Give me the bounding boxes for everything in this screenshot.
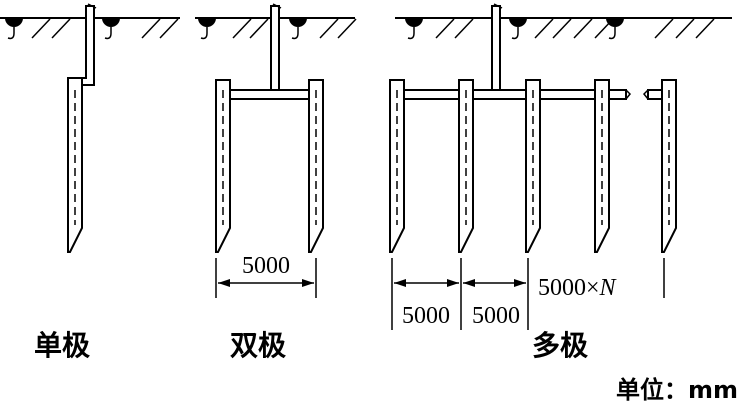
caption-double: 双极 bbox=[230, 329, 286, 362]
multi-down-conductor bbox=[491, 5, 501, 91]
ground-hatch-mark bbox=[141, 18, 161, 39]
ground-hatch-mark bbox=[319, 18, 339, 39]
multi-spacing-n-number: 5000× bbox=[538, 275, 600, 301]
insulator-icon bbox=[509, 18, 527, 40]
insulator-icon bbox=[606, 18, 624, 40]
insulators bbox=[5, 18, 624, 40]
double-electrode bbox=[215, 3, 324, 253]
ground-hatch-mark bbox=[534, 18, 554, 39]
ground-hatch-mark bbox=[337, 18, 357, 39]
double-spacing-label: 5000 bbox=[242, 253, 290, 279]
multi-spacing-2-label: 5000 bbox=[472, 303, 520, 329]
multi-spacing-1-label: 5000 bbox=[402, 303, 450, 329]
insulator-icon bbox=[289, 18, 307, 40]
ground-hatch-mark bbox=[573, 18, 593, 39]
ground-hatch-mark bbox=[435, 18, 455, 39]
multi-electrode bbox=[389, 3, 677, 253]
ground-hatch-mark bbox=[232, 18, 252, 39]
double-rod-right bbox=[308, 79, 324, 253]
multi-rod bbox=[594, 79, 610, 253]
insulator-icon bbox=[5, 18, 23, 40]
ground-hatch-mark bbox=[552, 18, 572, 39]
multi-connector-bar bbox=[401, 89, 627, 100]
ground-hatch-mark bbox=[695, 18, 715, 39]
ground-hatch-mark bbox=[31, 18, 51, 39]
double-rod-left bbox=[215, 79, 231, 253]
ground-hatch-mark bbox=[675, 18, 695, 39]
ground-hatch-mark bbox=[249, 18, 269, 39]
ground-hatch bbox=[31, 18, 715, 39]
insulator-icon bbox=[102, 18, 120, 40]
dimension-double: 5000 bbox=[215, 253, 317, 298]
single-electrode bbox=[67, 3, 97, 253]
ground-hatch-mark bbox=[51, 18, 71, 39]
multi-rod bbox=[661, 79, 677, 253]
multi-rod bbox=[458, 79, 474, 253]
ground-hatch-mark bbox=[159, 18, 179, 39]
insulator-icon bbox=[405, 18, 423, 40]
double-down-conductor bbox=[270, 5, 280, 91]
multi-spacing-n-variable: N bbox=[599, 275, 618, 301]
caption-multi: 多极 bbox=[532, 329, 588, 362]
multi-rod bbox=[525, 79, 541, 253]
multi-rod bbox=[389, 79, 405, 253]
multi-spacing-n-label: 5000×N bbox=[538, 275, 618, 301]
unit-label: 单位：mm bbox=[616, 376, 738, 404]
double-connector-bar bbox=[227, 89, 313, 100]
caption-single: 单极 bbox=[34, 329, 90, 362]
ground-hatch-mark bbox=[654, 18, 674, 39]
insulator-icon bbox=[198, 18, 216, 40]
dimension-multi: 5000 5000 5000×N bbox=[391, 258, 665, 330]
ground-hatch-mark bbox=[454, 18, 474, 39]
single-rod bbox=[67, 77, 83, 253]
